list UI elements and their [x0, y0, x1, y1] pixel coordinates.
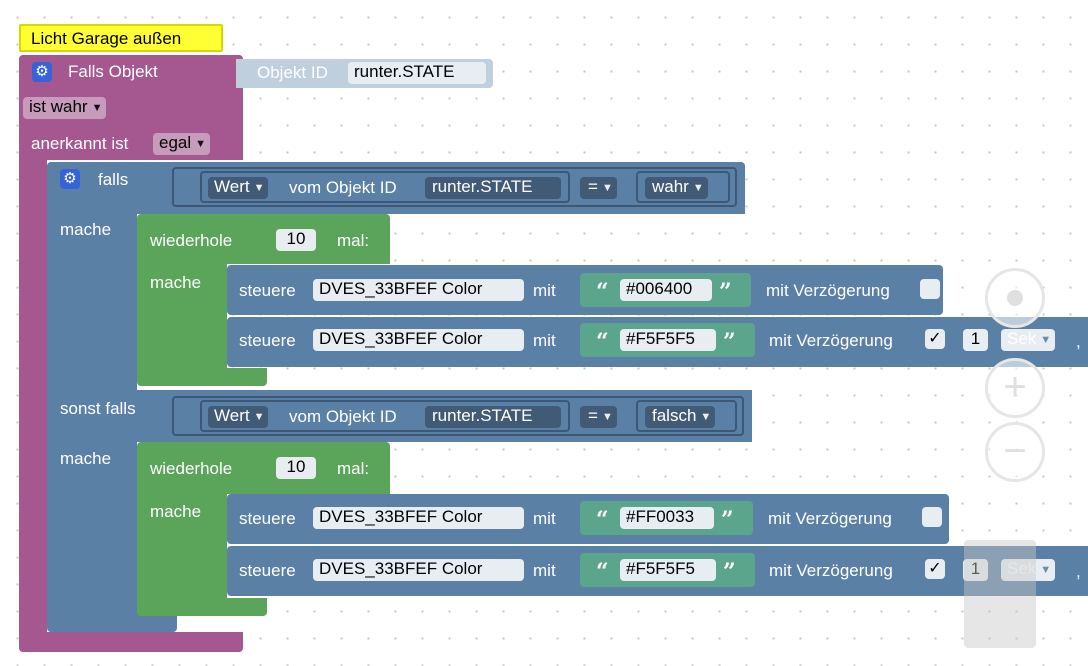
steuere-label: steuere: [239, 509, 296, 528]
open-quote-icon: “: [596, 559, 609, 585]
repeat-count-input[interactable]: 10: [276, 457, 316, 479]
mit-label: mit: [533, 331, 556, 350]
delay-label: mit Verzögerung: [768, 509, 892, 528]
delay-checkbox[interactable]: [922, 507, 942, 527]
close-quote-icon: ”: [723, 559, 736, 585]
color-input[interactable]: #006400: [620, 279, 712, 301]
operator-dropdown[interactable]: =▼: [580, 406, 617, 428]
delay-value-input[interactable]: 1: [963, 329, 988, 351]
gear-icon[interactable]: ⚙: [60, 169, 80, 189]
device-input[interactable]: DVES_33BFEF Color: [313, 559, 524, 581]
falls-label: falls: [98, 170, 129, 189]
if-block-spine: [47, 212, 137, 392]
color-input[interactable]: #F5F5F5: [620, 329, 716, 351]
mache-label: mache: [150, 502, 202, 521]
recenter-icon[interactable]: [985, 268, 1045, 328]
zoom-out-icon[interactable]: −: [985, 422, 1045, 482]
mache-label: mache: [60, 449, 112, 468]
open-quote-icon: “: [596, 329, 609, 355]
delay-label: mit Verzögerung: [769, 561, 893, 580]
vom-objekt-label: vom Objekt ID: [289, 407, 397, 426]
trigger-block-spine: [19, 155, 47, 635]
close-quote-icon: ”: [723, 329, 736, 355]
boolean-dropdown[interactable]: falsch▼: [645, 406, 716, 428]
repeat-count-input[interactable]: 10: [276, 229, 316, 251]
if-block-footer: [47, 612, 177, 632]
repeat-block-spine: [137, 262, 227, 372]
repeat-block-footer: [137, 598, 267, 616]
delay-label: mit Verzögerung: [769, 331, 893, 350]
comment-text: Licht Garage außen: [31, 29, 182, 48]
mache-label: mache: [150, 273, 202, 292]
device-input[interactable]: DVES_33BFEF Color: [313, 507, 524, 529]
value-block[interactable]: [200, 400, 570, 432]
mache-label: mache: [60, 220, 112, 239]
operator-dropdown[interactable]: =▼: [580, 177, 617, 199]
unit-dropdown[interactable]: Sek▼: [1001, 329, 1056, 351]
compare-block[interactable]: [172, 396, 744, 436]
condition-dropdown[interactable]: ist wahr▼: [23, 97, 107, 119]
sonst-falls-label: sonst falls: [60, 399, 136, 418]
delay-checkbox[interactable]: ✓: [925, 559, 945, 579]
boolean-dropdown[interactable]: wahr▼: [645, 177, 708, 199]
close-quote-icon: ”: [719, 279, 732, 305]
sonst-falls-row: [47, 390, 752, 442]
gear-icon[interactable]: ⚙: [32, 62, 52, 82]
color-input[interactable]: #FF0033: [620, 507, 714, 529]
trash-icon[interactable]: [964, 540, 1036, 648]
close-quote-icon: ”: [721, 507, 734, 533]
repeat-block[interactable]: [137, 214, 390, 264]
delay-label: mit Verzögerung: [766, 281, 890, 300]
boolean-block[interactable]: [636, 400, 737, 432]
object-id-input[interactable]: runter.STATE: [425, 177, 561, 199]
mal-label: mal:: [337, 459, 370, 478]
comment-bubble[interactable]: Licht Garage außen: [19, 24, 223, 52]
object-id-input[interactable]: runter.STATE: [425, 406, 561, 428]
compare-block[interactable]: [172, 167, 737, 207]
objekt-id-input[interactable]: runter.STATE: [348, 62, 486, 84]
acknowledged-label: anerkannt ist: [31, 134, 129, 153]
open-quote-icon: “: [596, 507, 609, 533]
repeat-label: wiederhole: [150, 459, 233, 478]
device-input[interactable]: DVES_33BFEF Color: [313, 279, 524, 301]
open-quote-icon: “: [596, 279, 609, 305]
repeat-block-footer: [137, 368, 267, 386]
steuere-label: steuere: [239, 561, 296, 580]
value-block[interactable]: [200, 171, 570, 203]
delay-checkbox[interactable]: ✓: [925, 329, 945, 349]
comma-separator: ,: [1076, 562, 1081, 581]
acknowledged-dropdown[interactable]: egal▼: [153, 133, 211, 155]
comma-separator: ,: [1076, 332, 1081, 351]
vom-objekt-label: vom Objekt ID: [289, 178, 397, 197]
wert-dropdown[interactable]: Wert▼: [208, 406, 269, 428]
zoom-in-icon[interactable]: +: [985, 358, 1045, 418]
delay-value-input[interactable]: 1: [963, 559, 988, 581]
if-block-spine-2: [47, 440, 137, 615]
unit-dropdown[interactable]: Sek▼: [1001, 559, 1056, 581]
trigger-block-footer: [19, 632, 243, 652]
mit-label: mit: [533, 509, 556, 528]
mit-label: mit: [533, 561, 556, 580]
repeat-label: wiederhole: [150, 231, 233, 250]
device-input[interactable]: DVES_33BFEF Color: [313, 329, 524, 351]
trigger-title: Falls Objekt: [68, 62, 158, 81]
repeat-block[interactable]: [137, 442, 390, 494]
steuere-label: steuere: [239, 281, 296, 300]
mit-label: mit: [533, 281, 556, 300]
steuere-label: steuere: [239, 331, 296, 350]
delay-checkbox[interactable]: [920, 279, 940, 299]
objekt-id-label: Objekt ID: [257, 63, 328, 82]
boolean-block[interactable]: [636, 171, 730, 203]
wert-dropdown[interactable]: Wert▼: [208, 177, 269, 199]
repeat-block-spine: [137, 492, 227, 602]
mal-label: mal:: [337, 231, 370, 250]
color-input[interactable]: #F5F5F5: [620, 559, 716, 581]
